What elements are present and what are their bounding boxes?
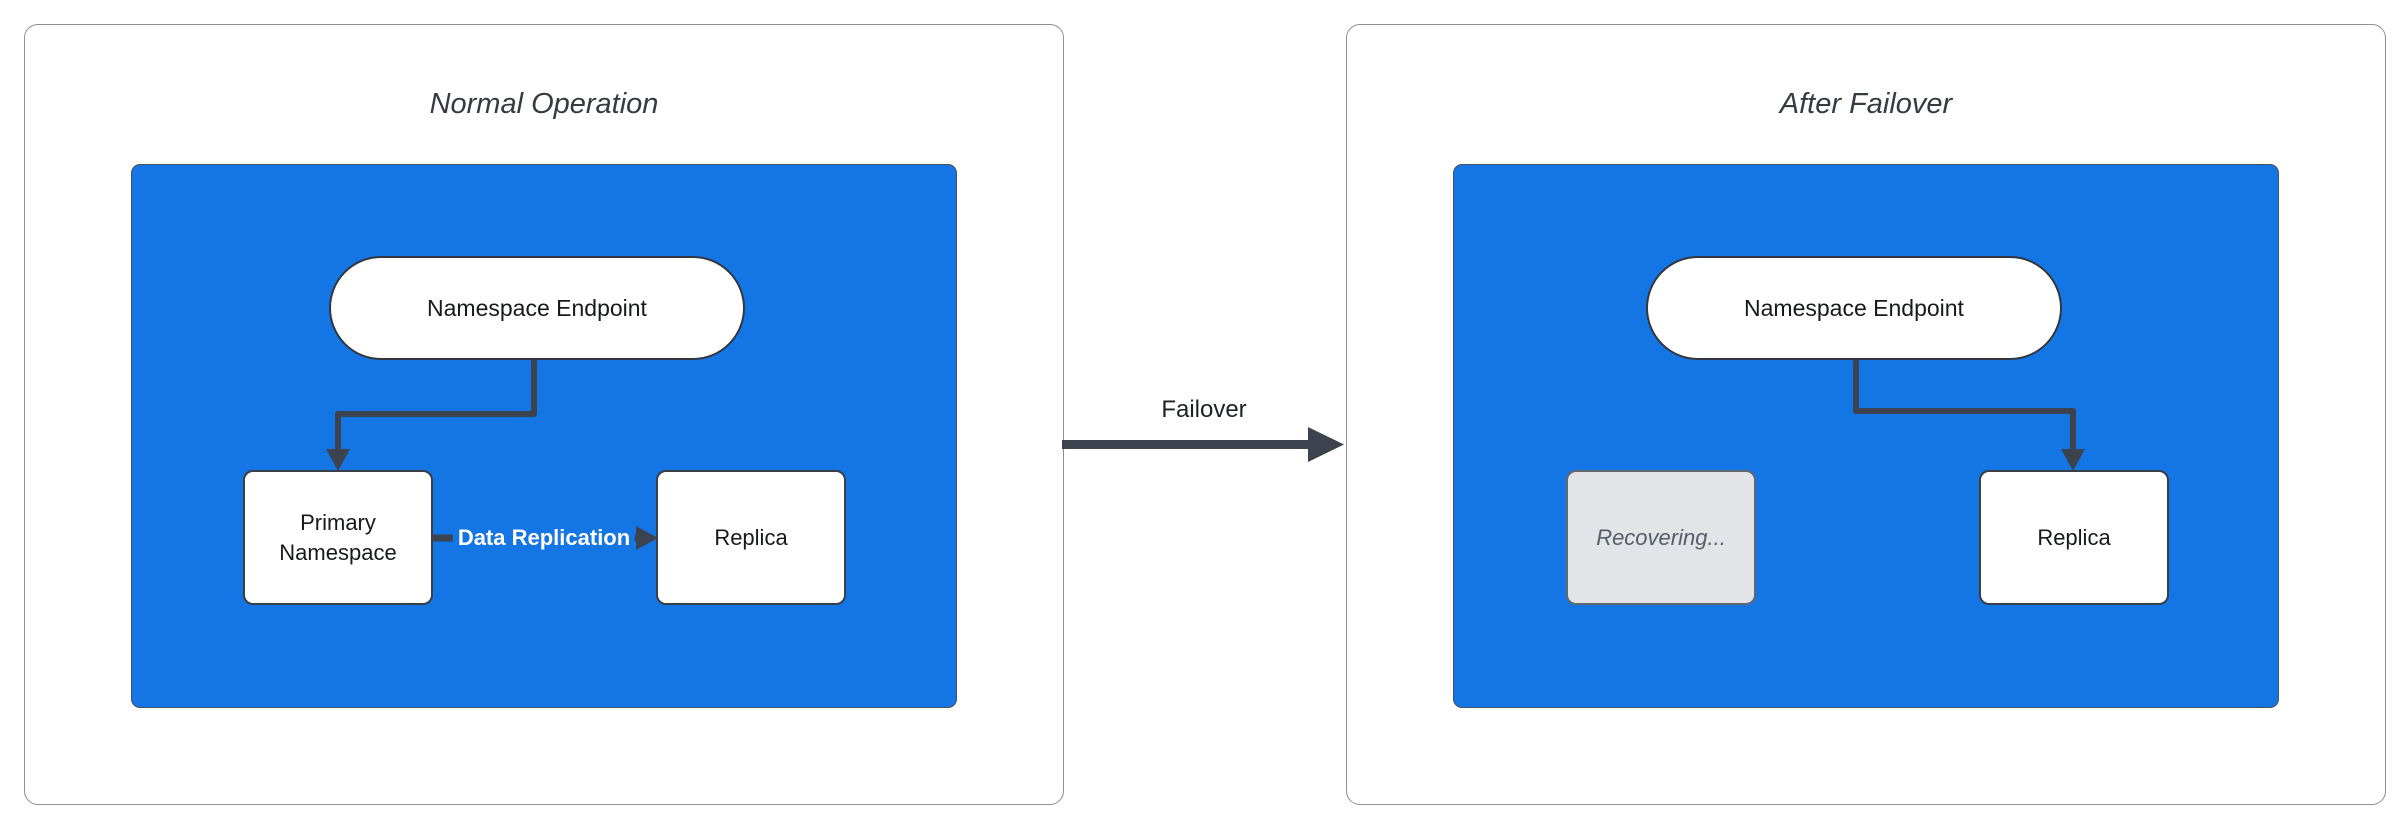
node-label: Namespace Endpoint <box>1744 294 1964 321</box>
panel-title: Normal Operation <box>429 88 659 120</box>
node-namespace-endpoint: Namespace Endpoint <box>1646 256 2062 360</box>
node-primary-namespace: Primary Namespace <box>243 470 433 605</box>
node-label: Replica <box>2037 524 2111 550</box>
node-recovering: Recovering... <box>1566 470 1756 605</box>
node-replica: Replica <box>656 470 846 605</box>
panel-title: After Failover <box>1779 88 1953 120</box>
failover-label: Failover <box>1161 396 1247 423</box>
cluster-background <box>1453 164 2279 708</box>
edge-label-data-replication: Data Replication <box>452 522 636 554</box>
panel-normal-operation: Normal Operation Namespace Endpoint Prim… <box>24 24 1064 805</box>
node-namespace-endpoint: Namespace Endpoint <box>329 256 745 360</box>
cluster-background <box>131 164 957 708</box>
failover-arrow <box>1062 427 1344 462</box>
panel-after-failover: After Failover Namespace Endpoint Recove… <box>1346 24 2386 805</box>
node-replica: Replica <box>1979 470 2169 605</box>
node-label: Replica <box>714 524 788 550</box>
node-label: Recovering... <box>1596 524 1726 550</box>
node-label: Namespace Endpoint <box>427 294 647 321</box>
node-label: Primary Namespace <box>279 510 397 565</box>
